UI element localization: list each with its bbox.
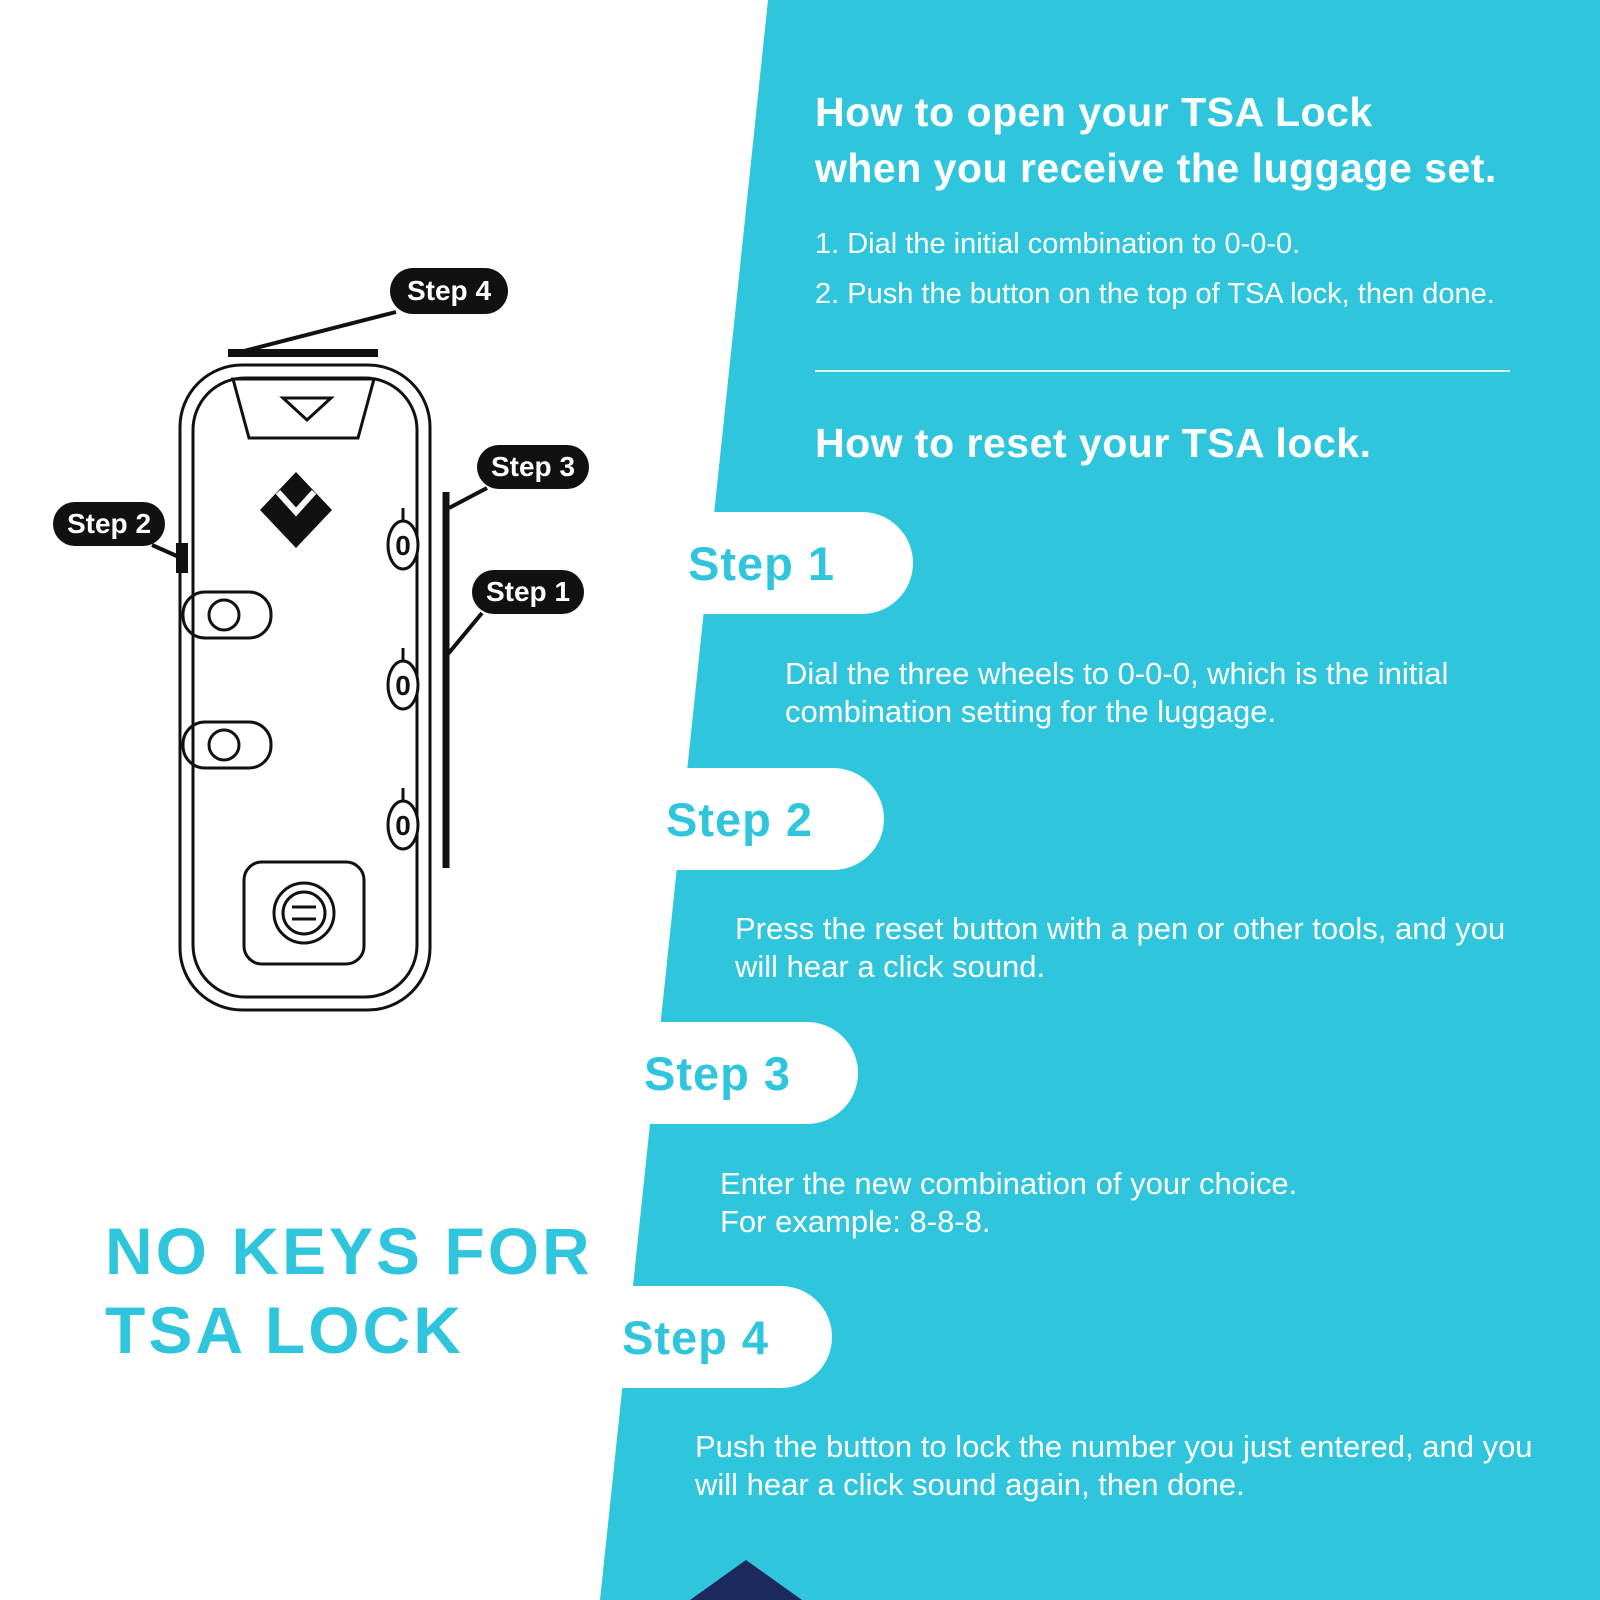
keyhole-slots [292, 905, 316, 921]
step-1-text: Dial the three wheels to 0-0-0, which is… [785, 656, 1449, 729]
step-1-tab: Step 1 [630, 512, 913, 614]
callout-step-1-label: Step 1 [486, 576, 570, 607]
open-instructions-list: 1. Dial the initial combination to 0-0-0… [815, 228, 1495, 328]
step-3-tab-label: Step 3 [644, 1046, 792, 1100]
lock-body-outer-outline [178, 363, 432, 1012]
callout-step-4-label: Step 4 [407, 275, 491, 306]
open-instruction-2: 2. Push the button on the top of TSA loc… [815, 278, 1495, 310]
keyhole-plate-outer [242, 860, 366, 966]
callout-step-2-label: Step 2 [67, 508, 151, 539]
latch-slot-2 [181, 720, 273, 770]
step-2-tab: Step 2 [608, 768, 884, 870]
callout-step-2-pill [53, 502, 165, 546]
reset-button [176, 543, 188, 573]
tsa-lock-diagram: 0 0 0 Step 4 Step 3 Step 2 Step 1 [53, 268, 589, 1012]
keyhole-ring-inner [281, 890, 327, 936]
no-keys-slogan-line1: NO KEYS FOR [105, 1214, 593, 1288]
step-4-tab-label: Step 4 [622, 1310, 770, 1364]
keyhole-ring-outer [272, 881, 336, 945]
step-2-text: Press the reset button with a pen or oth… [735, 911, 1506, 984]
callout-step-3-leader [448, 486, 488, 510]
dial-digit-3: 0 [395, 810, 411, 841]
callout-step-3-pill [477, 445, 589, 489]
step-4-text: Push the button to lock the number you j… [695, 1429, 1533, 1502]
lock-body-inner-outline [191, 376, 419, 999]
step-1-tab-label: Step 1 [688, 536, 836, 590]
section-divider [815, 370, 1510, 372]
no-keys-slogan-line2: TSA LOCK [105, 1293, 464, 1367]
callout-step-2-leader [151, 543, 180, 559]
step-3-text: Enter the new combination of your choice… [720, 1166, 1298, 1239]
step-4-tab: Step 4 [564, 1286, 832, 1388]
open-instruction-1: 1. Dial the initial combination to 0-0-0… [815, 228, 1301, 260]
push-arrow-icon [279, 396, 335, 423]
callout-step-4-leader [239, 310, 397, 354]
callout-step-1-pill [472, 570, 584, 614]
step-2-tab-label: Step 2 [666, 792, 814, 846]
latch-slot-1-hole [207, 598, 241, 632]
reset-section-title: How to reset your TSA lock. [815, 420, 1372, 466]
open-title-line2: when you receive the luggage set. [815, 145, 1497, 191]
tsa-diamond-highlight [275, 489, 317, 517]
open-section-title: How to open your TSA Lock when you recei… [815, 84, 1497, 196]
callout-step-1-leader [446, 611, 484, 656]
step-3-tab: Step 3 [586, 1022, 858, 1124]
no-keys-slogan: NO KEYS FOR TSA LOCK [105, 1212, 593, 1370]
dial-digit-2: 0 [395, 670, 411, 701]
latch-slot-1 [181, 590, 273, 640]
latch-slot-2-hole [207, 728, 241, 762]
open-title-line1: How to open your TSA Lock [815, 89, 1373, 135]
callout-step-4-pill [390, 268, 508, 314]
callout-step-3-label: Step 3 [491, 451, 575, 482]
dial-digit-1: 0 [395, 530, 411, 561]
